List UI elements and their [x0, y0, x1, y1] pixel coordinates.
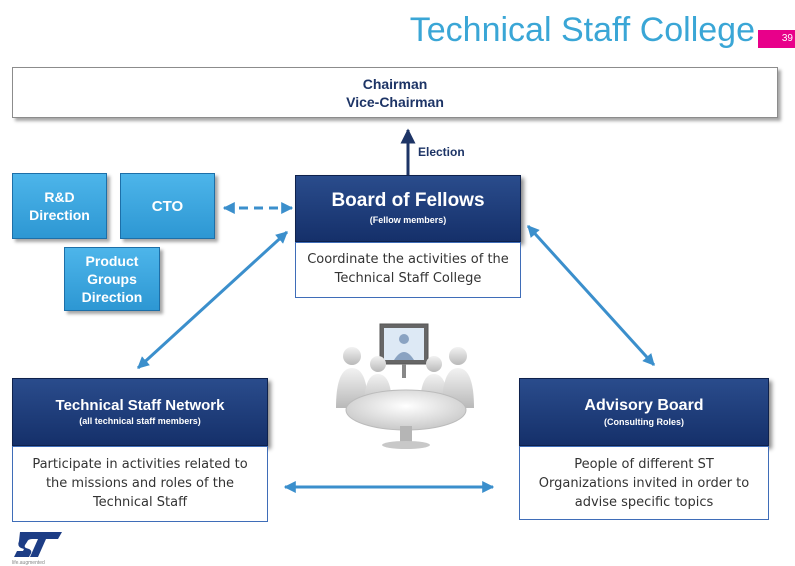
advisory-subtitle: (Consulting Roles)	[604, 417, 684, 427]
meeting-illustration-icon	[336, 323, 474, 449]
board-title: Board of Fellows	[331, 190, 485, 211]
board-network-arrow	[136, 230, 289, 370]
advisory-board-box: Advisory Board (Consulting Roles)	[519, 378, 769, 446]
board-description: Coordinate the activities of the Technic…	[295, 242, 521, 298]
board-of-fellows-box: Board of Fellows (Fellow members)	[295, 175, 521, 242]
product-groups-label: Product Groups Direction	[81, 253, 143, 305]
board-advisory-arrow	[526, 224, 656, 367]
cto-box: CTO	[120, 173, 215, 239]
cto-label: CTO	[151, 197, 184, 215]
advisory-title: Advisory Board	[584, 397, 704, 414]
vice-chairman-label: Vice-Chairman	[346, 94, 444, 110]
page-number: 39	[758, 30, 795, 48]
network-title: Technical Staff Network	[55, 397, 225, 414]
product-groups-box: Product Groups Direction	[64, 247, 160, 311]
network-description: Participate in activities related to the…	[12, 446, 268, 522]
rd-direction-box: R&D Direction	[12, 173, 107, 239]
st-logo-icon	[14, 532, 62, 557]
slide-title: Technical Staff College	[409, 11, 755, 49]
technical-staff-network-box: Technical Staff Network (all technical s…	[12, 378, 268, 446]
chairman-label: Chairman	[362, 76, 428, 92]
network-subtitle: (all technical staff members)	[79, 416, 201, 426]
logo-tagline: life.augmented	[12, 560, 45, 566]
chairman-box: Chairman Vice-Chairman	[12, 67, 778, 118]
advisory-description: People of different ST Organizations inv…	[519, 446, 769, 520]
election-label: Election	[418, 145, 465, 159]
rd-direction-label: R&D Direction	[29, 189, 90, 223]
board-subtitle: (Fellow members)	[369, 215, 447, 225]
